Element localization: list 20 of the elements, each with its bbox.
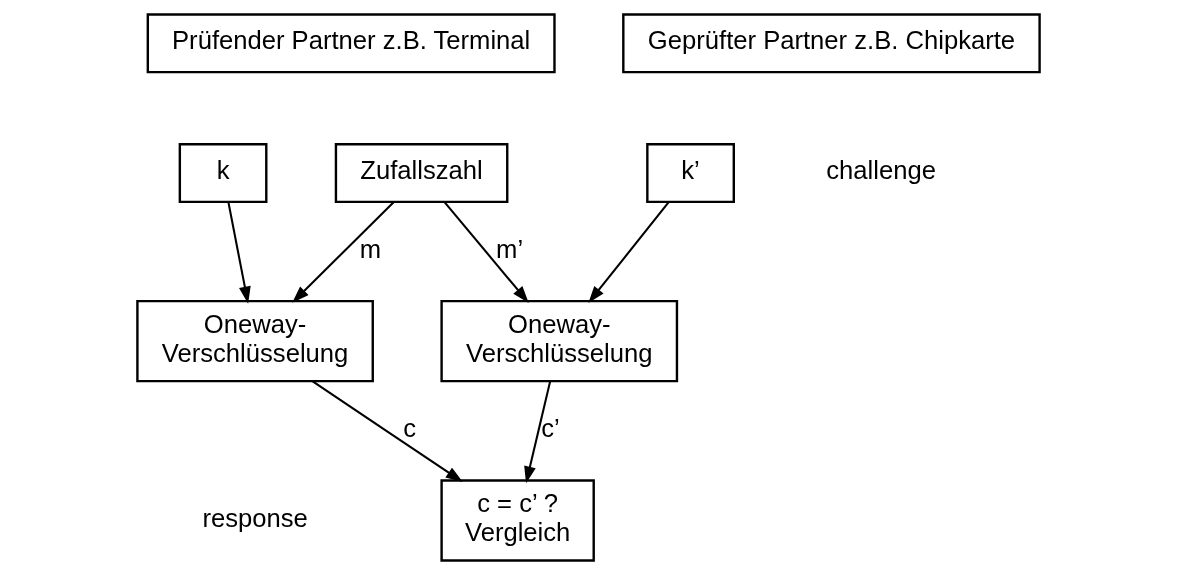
edge-label: m’ bbox=[496, 234, 524, 263]
label: response bbox=[202, 503, 308, 532]
arrow bbox=[292, 201, 395, 303]
arrow bbox=[312, 380, 463, 483]
node-box: Prüfender Partner z.B. Terminal bbox=[146, 13, 556, 74]
node-box: Geprüfter Partner z.B. Chipkarte bbox=[622, 13, 1041, 74]
edge-label: c bbox=[403, 413, 416, 442]
node-box: k bbox=[178, 143, 268, 204]
edge-label: c’ bbox=[541, 413, 560, 442]
node-box: k’ bbox=[646, 143, 735, 204]
label: challenge bbox=[826, 156, 936, 185]
node-box: c = c’ ? Vergleich bbox=[440, 479, 595, 562]
node-box: Zufallszahl bbox=[334, 143, 509, 204]
node-box: Oneway- Verschlüsselung bbox=[440, 299, 679, 383]
arrow bbox=[227, 201, 251, 304]
arrow bbox=[588, 201, 670, 303]
node-box: Oneway- Verschlüsselung bbox=[136, 299, 374, 383]
arrow bbox=[524, 381, 552, 484]
arrow bbox=[443, 201, 529, 303]
edge-label: m bbox=[359, 234, 382, 263]
